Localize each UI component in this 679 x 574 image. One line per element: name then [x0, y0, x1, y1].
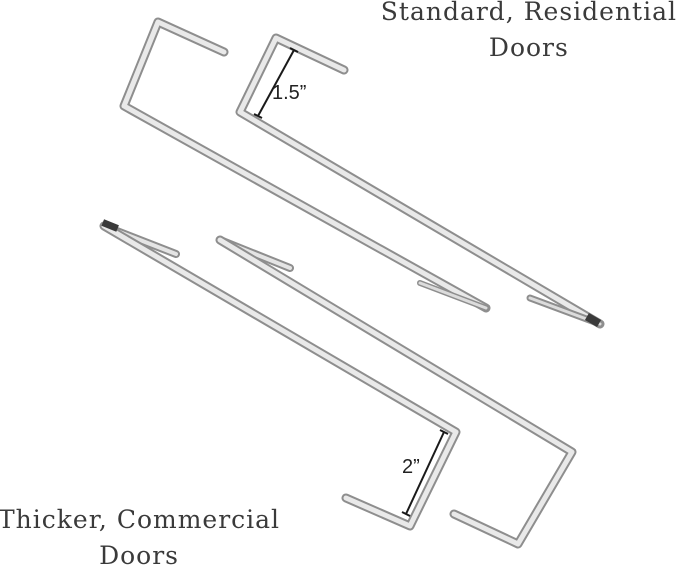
- standard-caption-line2: Doors: [488, 33, 569, 62]
- commercial-caption-line1: Thicker, Commercial: [0, 505, 281, 534]
- commercial-hook-d: [215, 235, 577, 549]
- dimension-standard: 1.5”: [253, 47, 306, 119]
- commercial-caption-line2: Doors: [99, 541, 179, 570]
- standard-hook-b: [235, 33, 605, 329]
- standard-caption-line1: Standard, Residential: [380, 0, 677, 26]
- dimension-commercial: 2”: [401, 429, 449, 517]
- measurement-standard-label: 1.5”: [272, 82, 306, 104]
- commercial-doors-caption: Thicker, Commercial Doors: [0, 502, 280, 574]
- standard-hook-a: [119, 17, 491, 313]
- commercial-hook-c: [99, 219, 461, 531]
- measurement-commercial-label: 2”: [402, 456, 420, 478]
- standard-doors-caption: Standard, Residential Doors: [381, 0, 677, 66]
